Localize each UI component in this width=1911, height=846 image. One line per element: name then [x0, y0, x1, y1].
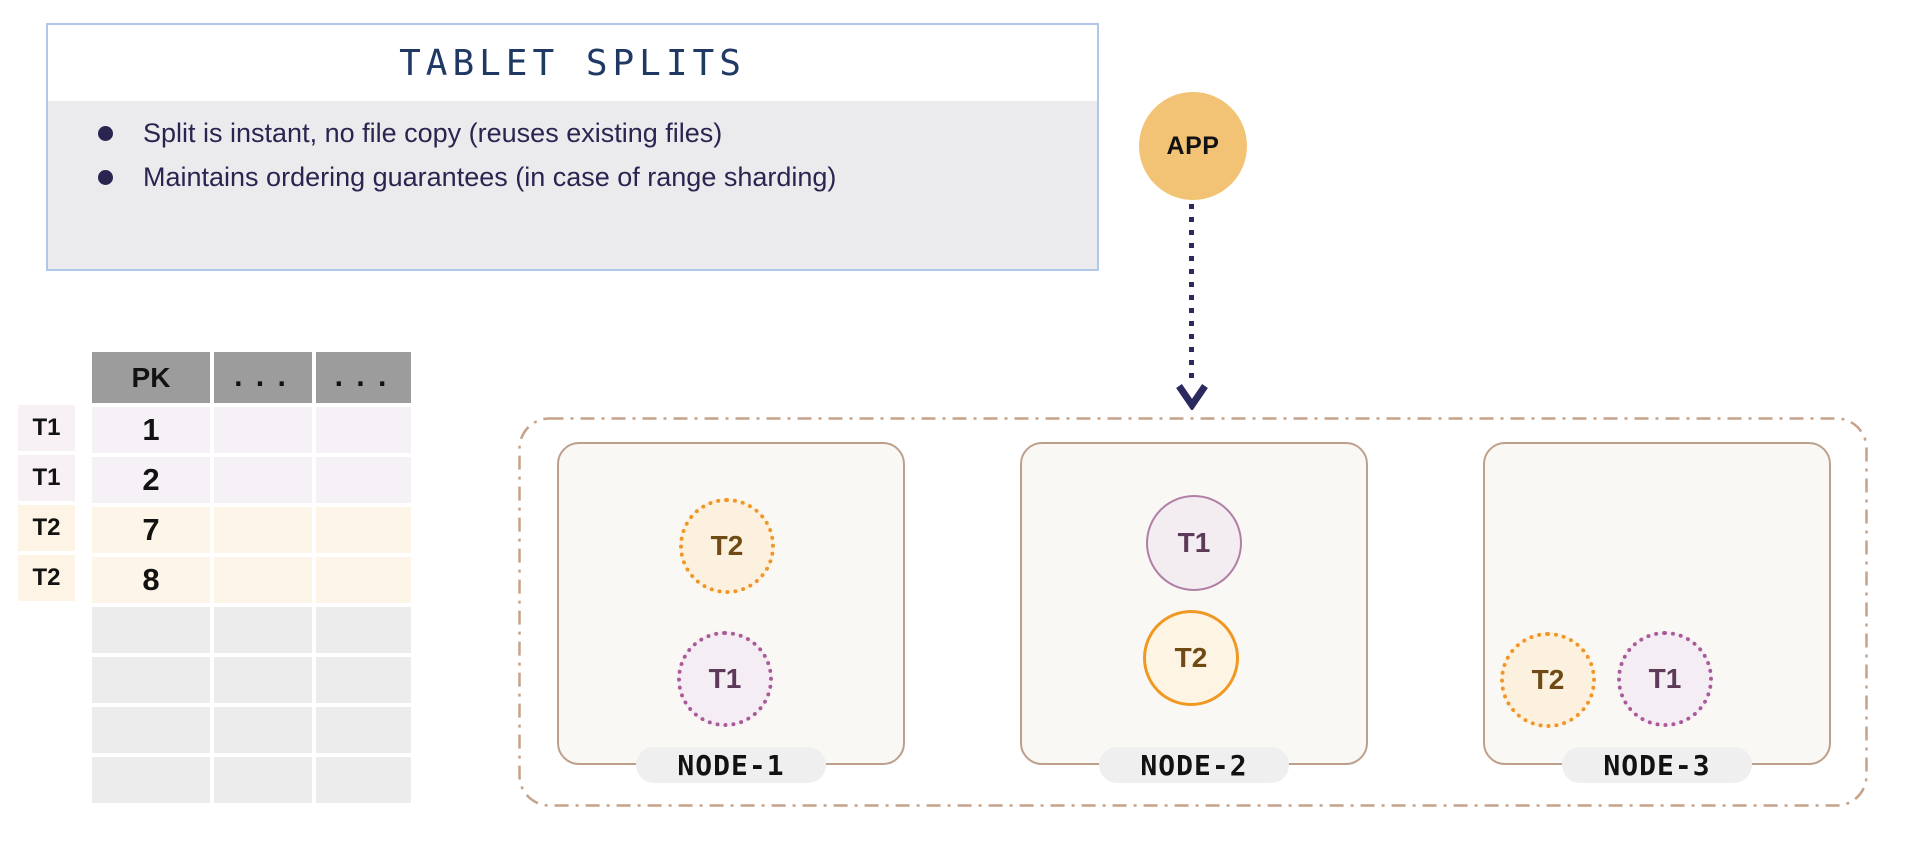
bullet-text: Maintains ordering guarantees (in case o… — [143, 162, 837, 192]
table-cell-empty — [316, 607, 411, 653]
table-header-ellipsis: ... — [316, 352, 411, 403]
table-header-pk: PK — [92, 352, 210, 403]
table-cell-empty — [214, 607, 312, 653]
node-label-2: NODE-2 — [1099, 747, 1289, 783]
bullet-item: Split is instant, no file copy (reuses e… — [98, 111, 973, 155]
row-label: T1 — [18, 405, 75, 451]
app-request-arrow-line — [1189, 204, 1194, 386]
table-cell-empty — [92, 757, 210, 803]
table-header-ellipsis: ... — [214, 352, 312, 403]
cluster-boundary — [518, 417, 1868, 807]
table-cell — [316, 457, 411, 503]
table-cell-pk: 1 — [92, 407, 210, 453]
table-cell — [214, 557, 312, 603]
row-label: T2 — [18, 505, 75, 551]
info-box: TABLET SPLITS Split is instant, no file … — [46, 23, 1099, 271]
tablet-t1-node3: T1 — [1617, 631, 1713, 727]
bullet-dot-icon — [98, 126, 113, 141]
info-box-title: TABLET SPLITS — [48, 25, 1097, 101]
tablet-label: T2 — [1531, 664, 1565, 695]
node-box-2 — [1020, 442, 1368, 765]
table-cell-empty — [316, 707, 411, 753]
bullet-dot-icon — [98, 170, 113, 185]
table-cell — [316, 507, 411, 553]
table-cell — [214, 507, 312, 553]
arrow-head-icon — [1176, 384, 1208, 410]
data-table: PK ... ... 1 2 7 8 — [92, 352, 411, 803]
tablet-label: T2 — [1174, 642, 1208, 673]
table-cell — [316, 407, 411, 453]
table-cell-pk: 2 — [92, 457, 210, 503]
node-label-1: NODE-1 — [636, 747, 826, 783]
bullet-list: Split is instant, no file copy (reuses e… — [48, 111, 1097, 199]
table-cell-empty — [316, 657, 411, 703]
bullet-item: Maintains ordering guarantees (in case o… — [98, 155, 973, 199]
app-label: APP — [1166, 131, 1220, 160]
tablet-label: T1 — [708, 663, 742, 694]
table-cell-empty — [214, 757, 312, 803]
table-cell — [214, 457, 312, 503]
table-cell-empty — [92, 657, 210, 703]
table-cell-empty — [92, 707, 210, 753]
tablet-label: T1 — [1648, 663, 1682, 694]
table-cell-empty — [92, 607, 210, 653]
table-cell-pk: 8 — [92, 557, 210, 603]
table-row-labels: T1 T1 T2 T2 — [18, 405, 75, 605]
tablet-t2-node2: T2 — [1143, 610, 1239, 706]
tablet-label: T2 — [710, 530, 744, 561]
table-cell-pk: 7 — [92, 507, 210, 553]
tablet-t2-node1: T2 — [679, 498, 775, 594]
tablet-t1-node1: T1 — [677, 631, 773, 727]
tablet-label: T1 — [1177, 527, 1211, 558]
table-cell-empty — [214, 657, 312, 703]
node-label-3: NODE-3 — [1562, 747, 1752, 783]
row-label: T2 — [18, 555, 75, 601]
table-cell — [214, 407, 312, 453]
node-box-1 — [557, 442, 905, 765]
tablet-t2-node3: T2 — [1500, 632, 1596, 728]
table-cell-empty — [316, 757, 411, 803]
table-cell-empty — [214, 707, 312, 753]
app-node: APP — [1139, 92, 1247, 200]
tablet-t1-node2: T1 — [1146, 495, 1242, 591]
bullet-text: Split is instant, no file copy (reuses e… — [143, 118, 723, 148]
row-label: T1 — [18, 455, 75, 501]
table-cell — [316, 557, 411, 603]
